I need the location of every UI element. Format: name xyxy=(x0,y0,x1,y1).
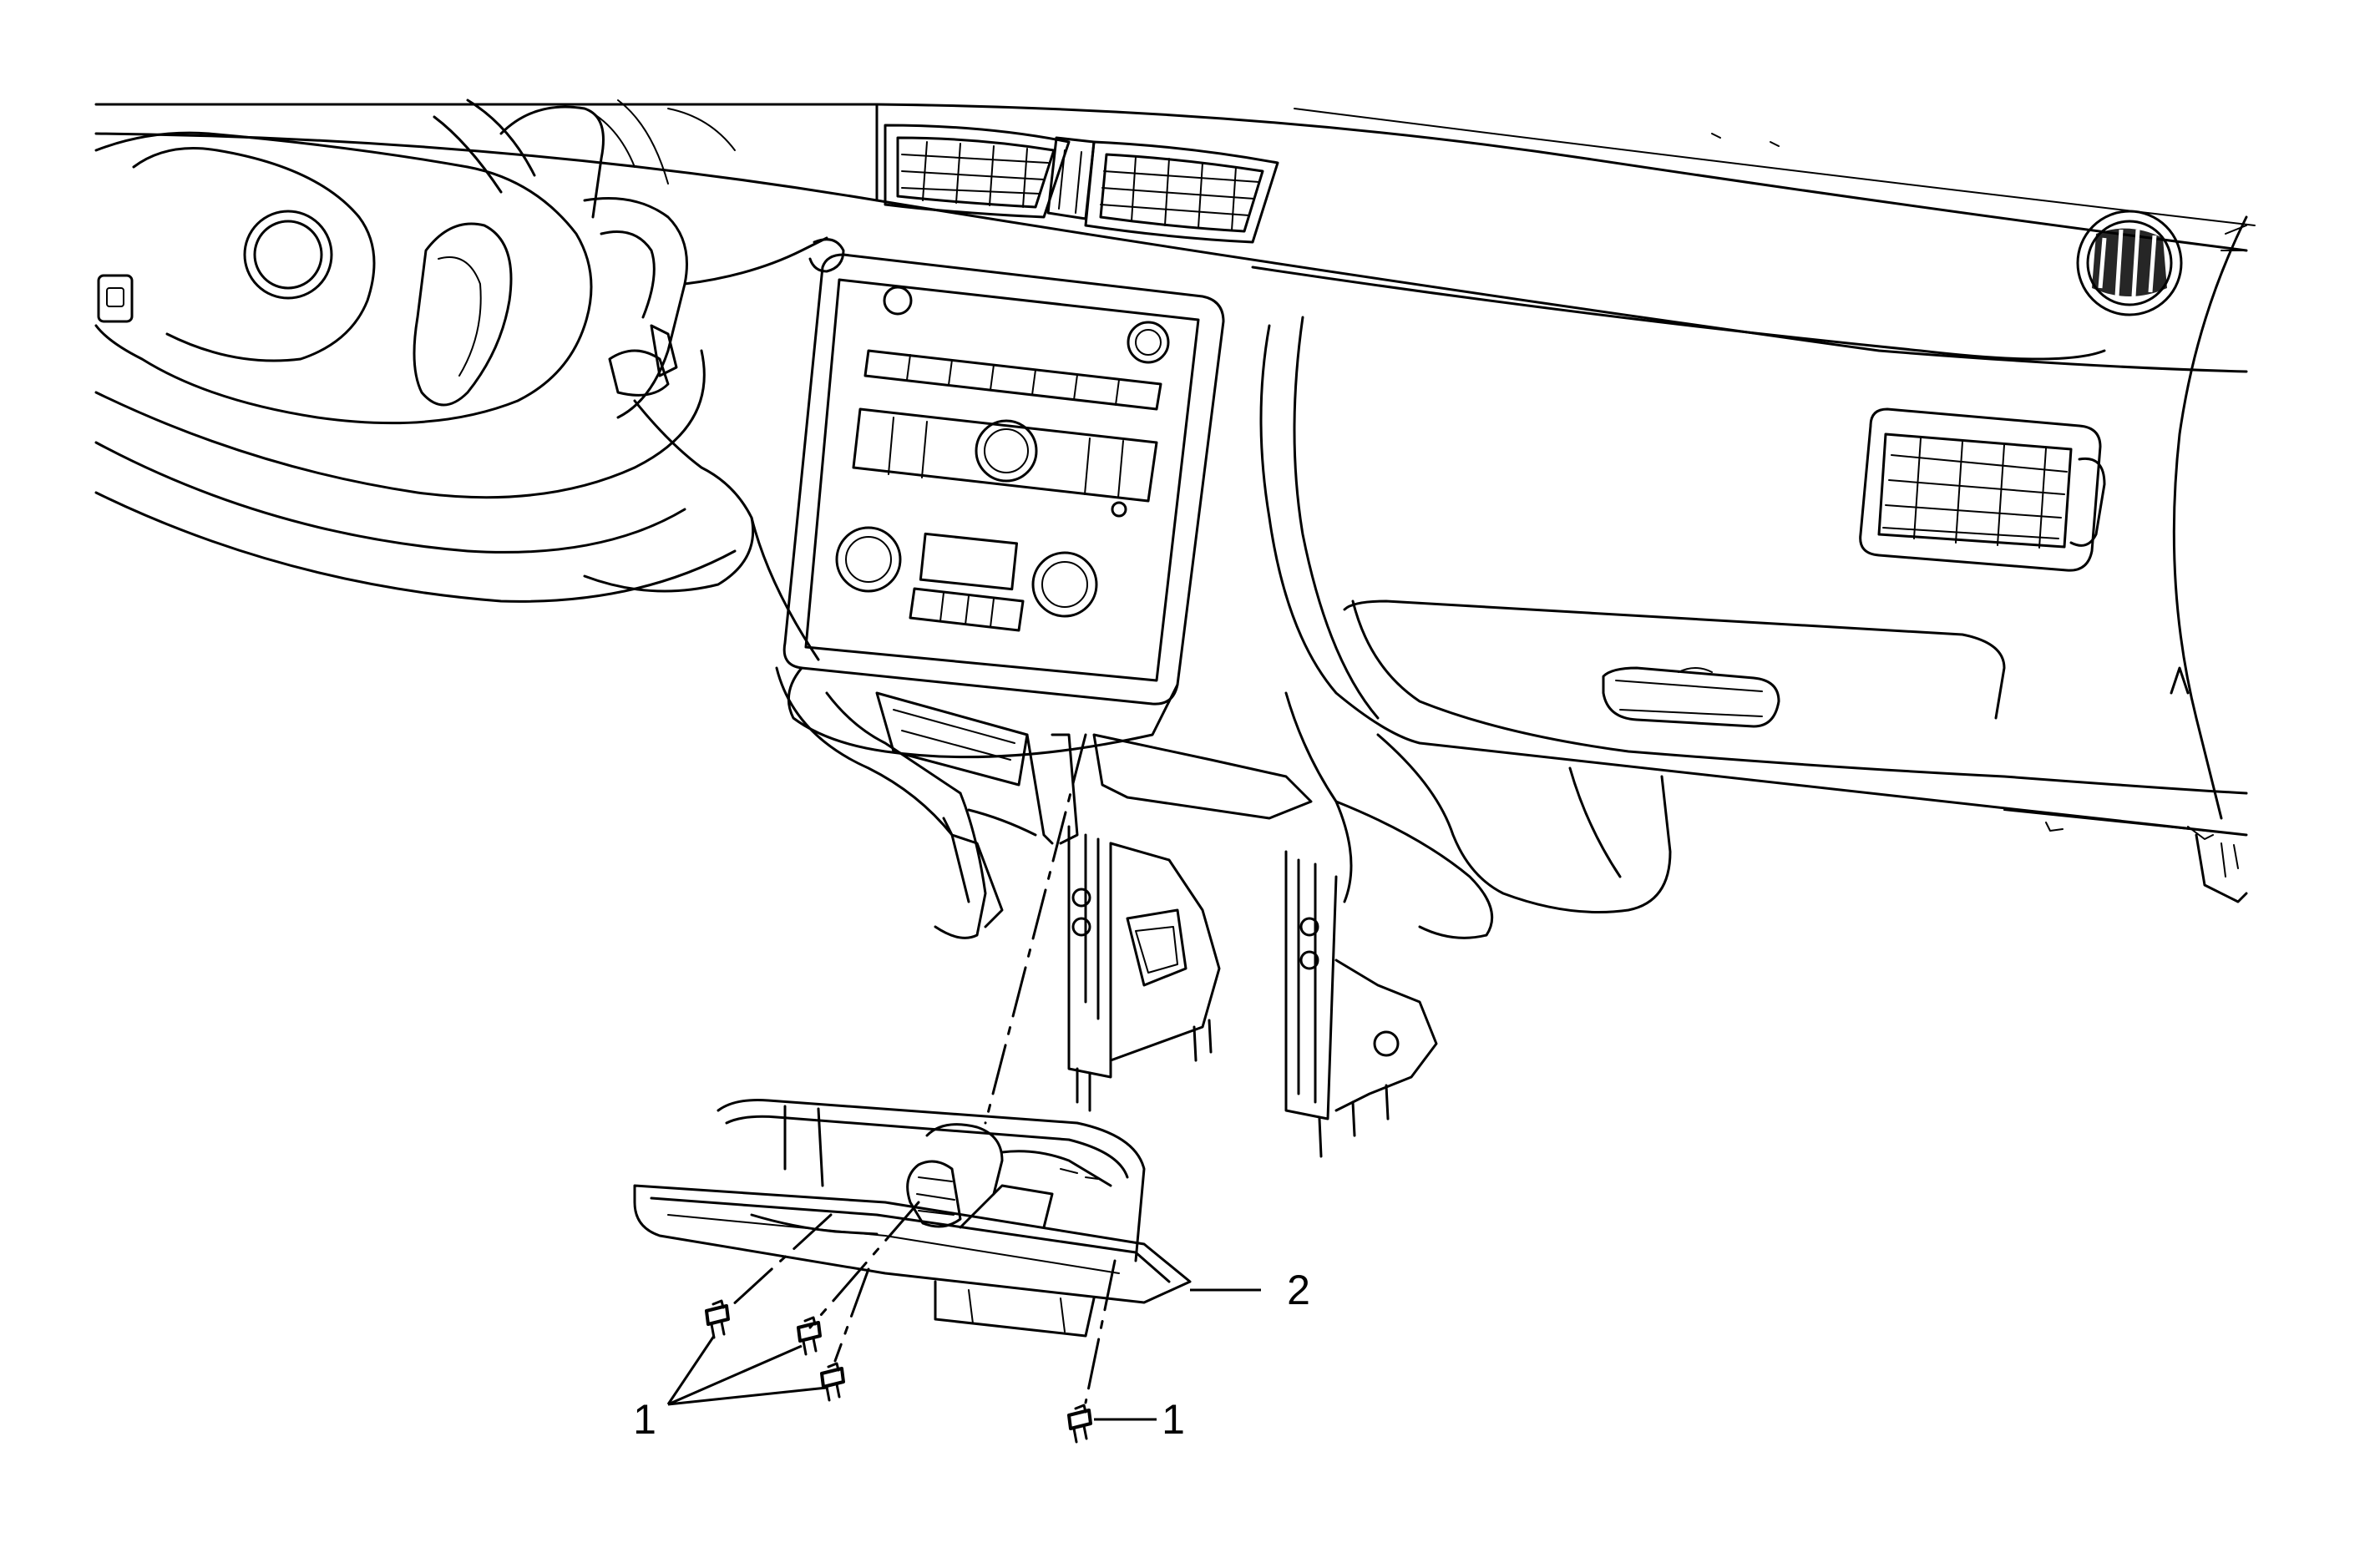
steering-wheel xyxy=(94,99,737,603)
instrument-panel-upper xyxy=(94,103,2256,373)
passenger-dash xyxy=(1259,210,2248,837)
screw-a xyxy=(705,1299,730,1339)
callout-1-group: 1 xyxy=(633,1396,656,1443)
screw-c xyxy=(820,1362,845,1402)
callout-leaders xyxy=(666,1288,1261,1421)
steering-column xyxy=(583,99,845,593)
screw-b xyxy=(797,1316,822,1356)
lower-panel xyxy=(750,516,2248,939)
screw-d xyxy=(1067,1404,1092,1444)
storage-compartment xyxy=(633,1099,1192,1338)
callout-1-single: 1 xyxy=(1162,1396,1185,1443)
center-support-brackets xyxy=(942,817,1438,1158)
radio-bezel xyxy=(782,253,1225,759)
assembly-lines xyxy=(729,733,1117,1404)
fastener-screws xyxy=(705,1299,1092,1444)
callout-2: 2 xyxy=(1287,1267,1310,1313)
center-air-vents xyxy=(884,124,1279,244)
